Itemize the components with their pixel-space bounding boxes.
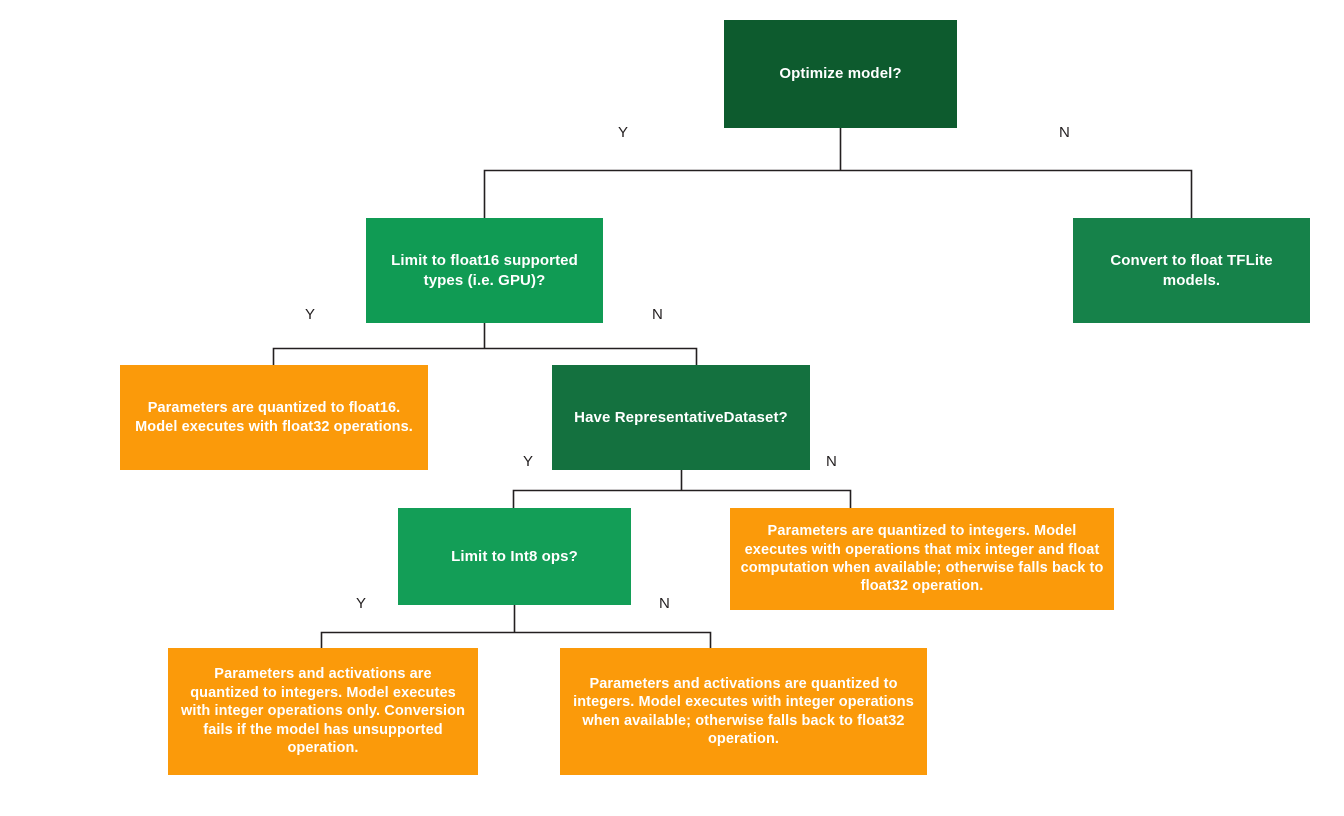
branch-label-dataset-yes: Y — [523, 453, 534, 470]
node-have-representative-dataset[interactable]: Have RepresentativeDataset? — [552, 365, 810, 470]
branch-label-int8-yes: Y — [356, 595, 367, 612]
node-limit-int8-ops[interactable]: Limit to Int8 ops? — [398, 508, 631, 605]
node-convert-to-float-tflite[interactable]: Convert to float TFLite models. — [1073, 218, 1310, 323]
node-optimize-model[interactable]: Optimize model? — [724, 20, 957, 128]
node-integer-when-available-result[interactable]: Parameters and activations are quantized… — [560, 648, 927, 775]
node-limit-float16-supported-types[interactable]: Limit to float16 supported types (i.e. G… — [366, 218, 603, 323]
node-integer-only-result[interactable]: Parameters and activations are quantized… — [168, 648, 478, 775]
branch-label-root-yes: Y — [618, 124, 629, 141]
branch-label-float16-no: N — [652, 306, 663, 323]
wire-root-to-level2 — [483, 127, 1193, 219]
node-mixed-integer-result[interactable]: Parameters are quantized to integers. Mo… — [730, 508, 1114, 610]
branch-label-float16-yes: Y — [305, 306, 316, 323]
node-float16-result[interactable]: Parameters are quantized to float16. Mod… — [120, 365, 428, 470]
branch-label-int8-no: N — [659, 595, 670, 612]
branch-label-root-no: N — [1059, 124, 1070, 141]
wire-float16-to-level3 — [272, 322, 698, 366]
wire-dataset-to-level4 — [512, 469, 852, 509]
wire-int8-to-leaves — [320, 604, 712, 649]
branch-label-dataset-no: N — [826, 453, 837, 470]
